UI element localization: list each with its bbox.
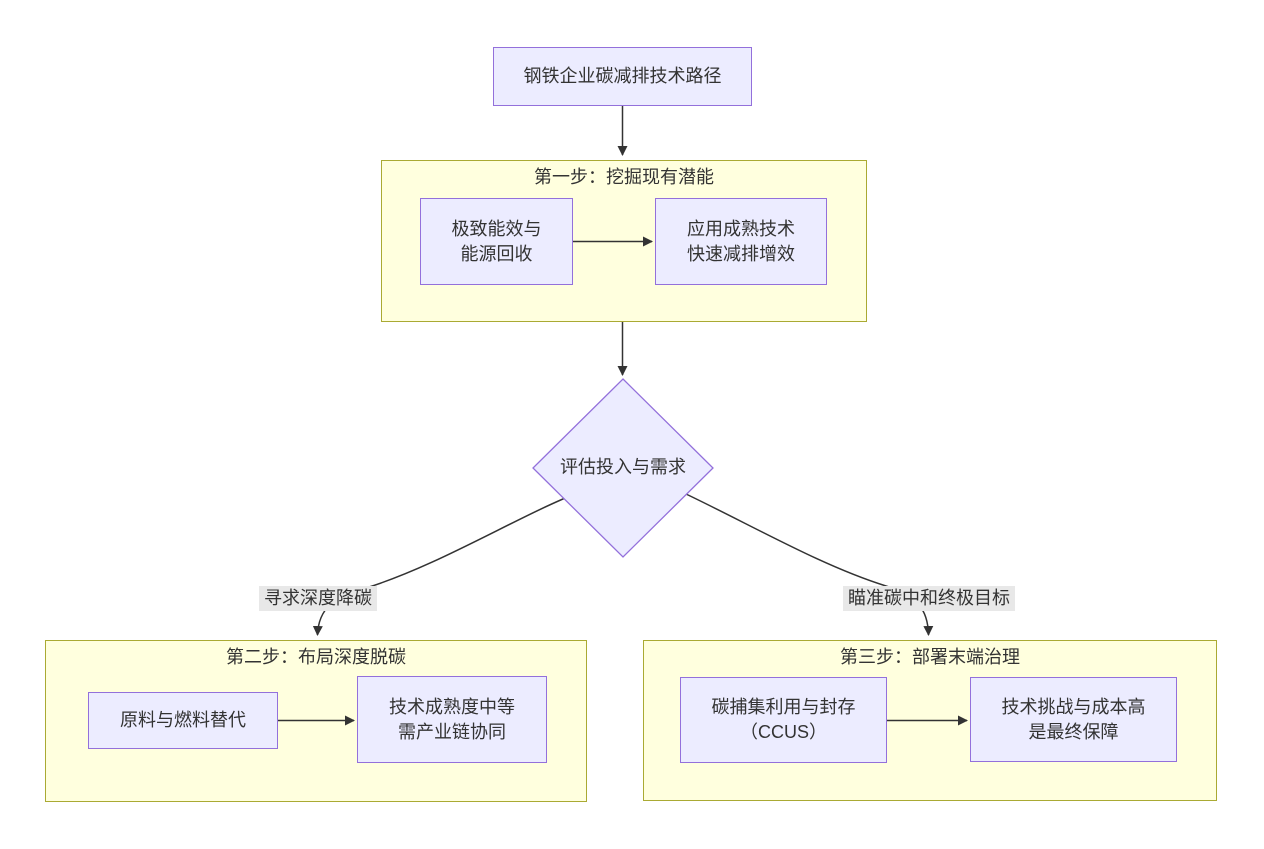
decision-label: 评估投入与需求 xyxy=(560,457,686,477)
node-final-guarantee-line2: 是最终保障 xyxy=(1028,721,1119,742)
edge-label-deep-decarbonization: 寻求深度降碳 xyxy=(259,586,377,611)
node-ccus-line1: 碳捕集利用与封存 xyxy=(711,697,856,717)
edge-decision-to-step3 xyxy=(685,493,934,636)
cluster-step3-title: 第三步：部署末端治理 xyxy=(840,647,1020,667)
node-ccus: 碳捕集利用与封存 （CCUS） xyxy=(680,677,887,763)
node-tech-maturity-line1: 技术成熟度中等 xyxy=(389,696,515,717)
cluster-step1-title: 第一步：挖掘现有潜能 xyxy=(534,167,714,187)
node-energy-efficiency-line2: 能源回收 xyxy=(460,243,533,264)
edge-label-carbon-neutral-goal: 瞄准碳中和终极目标 xyxy=(843,586,1015,611)
node-mature-tech-line1: 应用成熟技术 xyxy=(687,218,795,239)
node-root: 钢铁企业碳减排技术路径 xyxy=(493,47,752,106)
node-mature-tech-line2: 快速减排增效 xyxy=(687,243,795,264)
node-final-guarantee: 技术挑战与成本高 是最终保障 xyxy=(970,677,1177,762)
node-tech-maturity-line2: 需产业链协同 xyxy=(398,721,506,742)
node-fuel-substitution: 原料与燃料替代 xyxy=(88,692,278,749)
node-ccus-line2: （CCUS） xyxy=(739,722,827,742)
cluster-step2-title: 第二步：布局深度脱碳 xyxy=(226,647,406,667)
node-final-guarantee-line1: 技术挑战与成本高 xyxy=(1001,696,1146,717)
node-tech-maturity: 技术成熟度中等 需产业链协同 xyxy=(357,676,547,763)
node-root-label: 钢铁企业碳减排技术路径 xyxy=(523,66,722,86)
node-energy-efficiency: 极致能效与 能源回收 xyxy=(420,198,573,285)
node-fuel-substitution-line1: 原料与燃料替代 xyxy=(120,710,246,730)
node-mature-tech: 应用成熟技术 快速减排增效 xyxy=(655,198,827,285)
decision-diamond-shape xyxy=(532,378,714,558)
node-energy-efficiency-line1: 极致能效与 xyxy=(451,218,542,239)
edge-decision-to-step2 xyxy=(312,491,581,636)
